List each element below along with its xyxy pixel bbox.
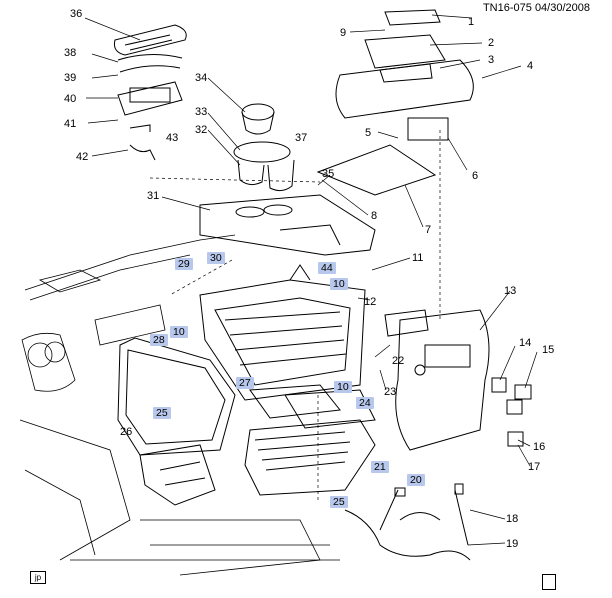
callout-39: 39 bbox=[64, 72, 77, 84]
callout-21: 21 bbox=[371, 461, 389, 473]
callout-38: 38 bbox=[64, 47, 77, 59]
callout-44: 44 bbox=[318, 262, 336, 274]
callout-17: 17 bbox=[528, 461, 541, 473]
callout-22: 22 bbox=[392, 355, 405, 367]
callout-2: 2 bbox=[488, 37, 495, 49]
callout-29: 29 bbox=[175, 258, 193, 270]
callout-12: 12 bbox=[364, 296, 377, 308]
side-trim-panel bbox=[117, 337, 236, 456]
callout-5: 5 bbox=[365, 127, 372, 139]
callout-34: 34 bbox=[195, 72, 208, 84]
callout-25b: 25 bbox=[330, 496, 348, 508]
callout-16: 16 bbox=[533, 441, 546, 453]
callout-23: 23 bbox=[384, 386, 397, 398]
callout-10a: 10 bbox=[330, 278, 348, 290]
callout-35: 35 bbox=[322, 168, 335, 180]
callout-24: 24 bbox=[356, 397, 374, 409]
cup-holder-assembly bbox=[233, 103, 295, 192]
callout-30: 30 bbox=[207, 252, 225, 264]
callout-13: 13 bbox=[504, 285, 517, 297]
callout-28: 28 bbox=[150, 334, 168, 346]
reference-dashes bbox=[149, 130, 441, 500]
console-housing bbox=[199, 264, 366, 401]
dashboard-outline bbox=[19, 234, 340, 576]
callout-6: 6 bbox=[472, 170, 479, 182]
callout-40: 40 bbox=[64, 93, 77, 105]
callout-8: 8 bbox=[371, 210, 378, 222]
armrest-lid-assembly bbox=[316, 9, 474, 196]
callout-15: 15 bbox=[542, 344, 555, 356]
document-id: TN16-075 bbox=[482, 2, 532, 14]
callout-27: 27 bbox=[236, 377, 254, 389]
callout-1: 1 bbox=[468, 16, 475, 28]
callout-41: 41 bbox=[64, 118, 77, 130]
callout-7: 7 bbox=[425, 224, 432, 236]
callout-20: 20 bbox=[407, 474, 425, 486]
leader-lines bbox=[84, 14, 538, 546]
callout-11: 11 bbox=[412, 252, 424, 264]
callout-36: 36 bbox=[70, 8, 83, 20]
document-icon bbox=[542, 574, 556, 590]
console-rear-panel bbox=[384, 309, 490, 451]
console-upper-trim bbox=[199, 194, 376, 256]
floor-bracket bbox=[139, 444, 216, 506]
callout-31: 31 bbox=[147, 190, 160, 202]
document-header: TN16-075 04/30/2008 bbox=[483, 2, 590, 14]
callout-10c: 10 bbox=[334, 381, 352, 393]
callout-42: 42 bbox=[76, 151, 89, 163]
callout-14: 14 bbox=[519, 337, 532, 349]
callout-19: 19 bbox=[506, 538, 519, 550]
callout-25a: 25 bbox=[153, 407, 171, 419]
callout-10b: 10 bbox=[170, 326, 188, 338]
callout-33: 33 bbox=[195, 106, 208, 118]
connector-parts bbox=[491, 377, 532, 447]
callout-37: 37 bbox=[295, 132, 308, 144]
callout-4: 4 bbox=[527, 60, 534, 72]
callout-3: 3 bbox=[488, 54, 495, 66]
shifter-trim-assembly bbox=[114, 24, 187, 161]
callout-43: 43 bbox=[166, 132, 179, 144]
corner-label: jp bbox=[30, 571, 46, 584]
callout-26: 26 bbox=[120, 426, 133, 438]
callout-9: 9 bbox=[340, 27, 347, 39]
wiring-harness bbox=[344, 483, 471, 561]
callout-18: 18 bbox=[506, 513, 519, 525]
callout-32: 32 bbox=[195, 124, 208, 136]
document-date: 04/30/2008 bbox=[534, 2, 590, 14]
